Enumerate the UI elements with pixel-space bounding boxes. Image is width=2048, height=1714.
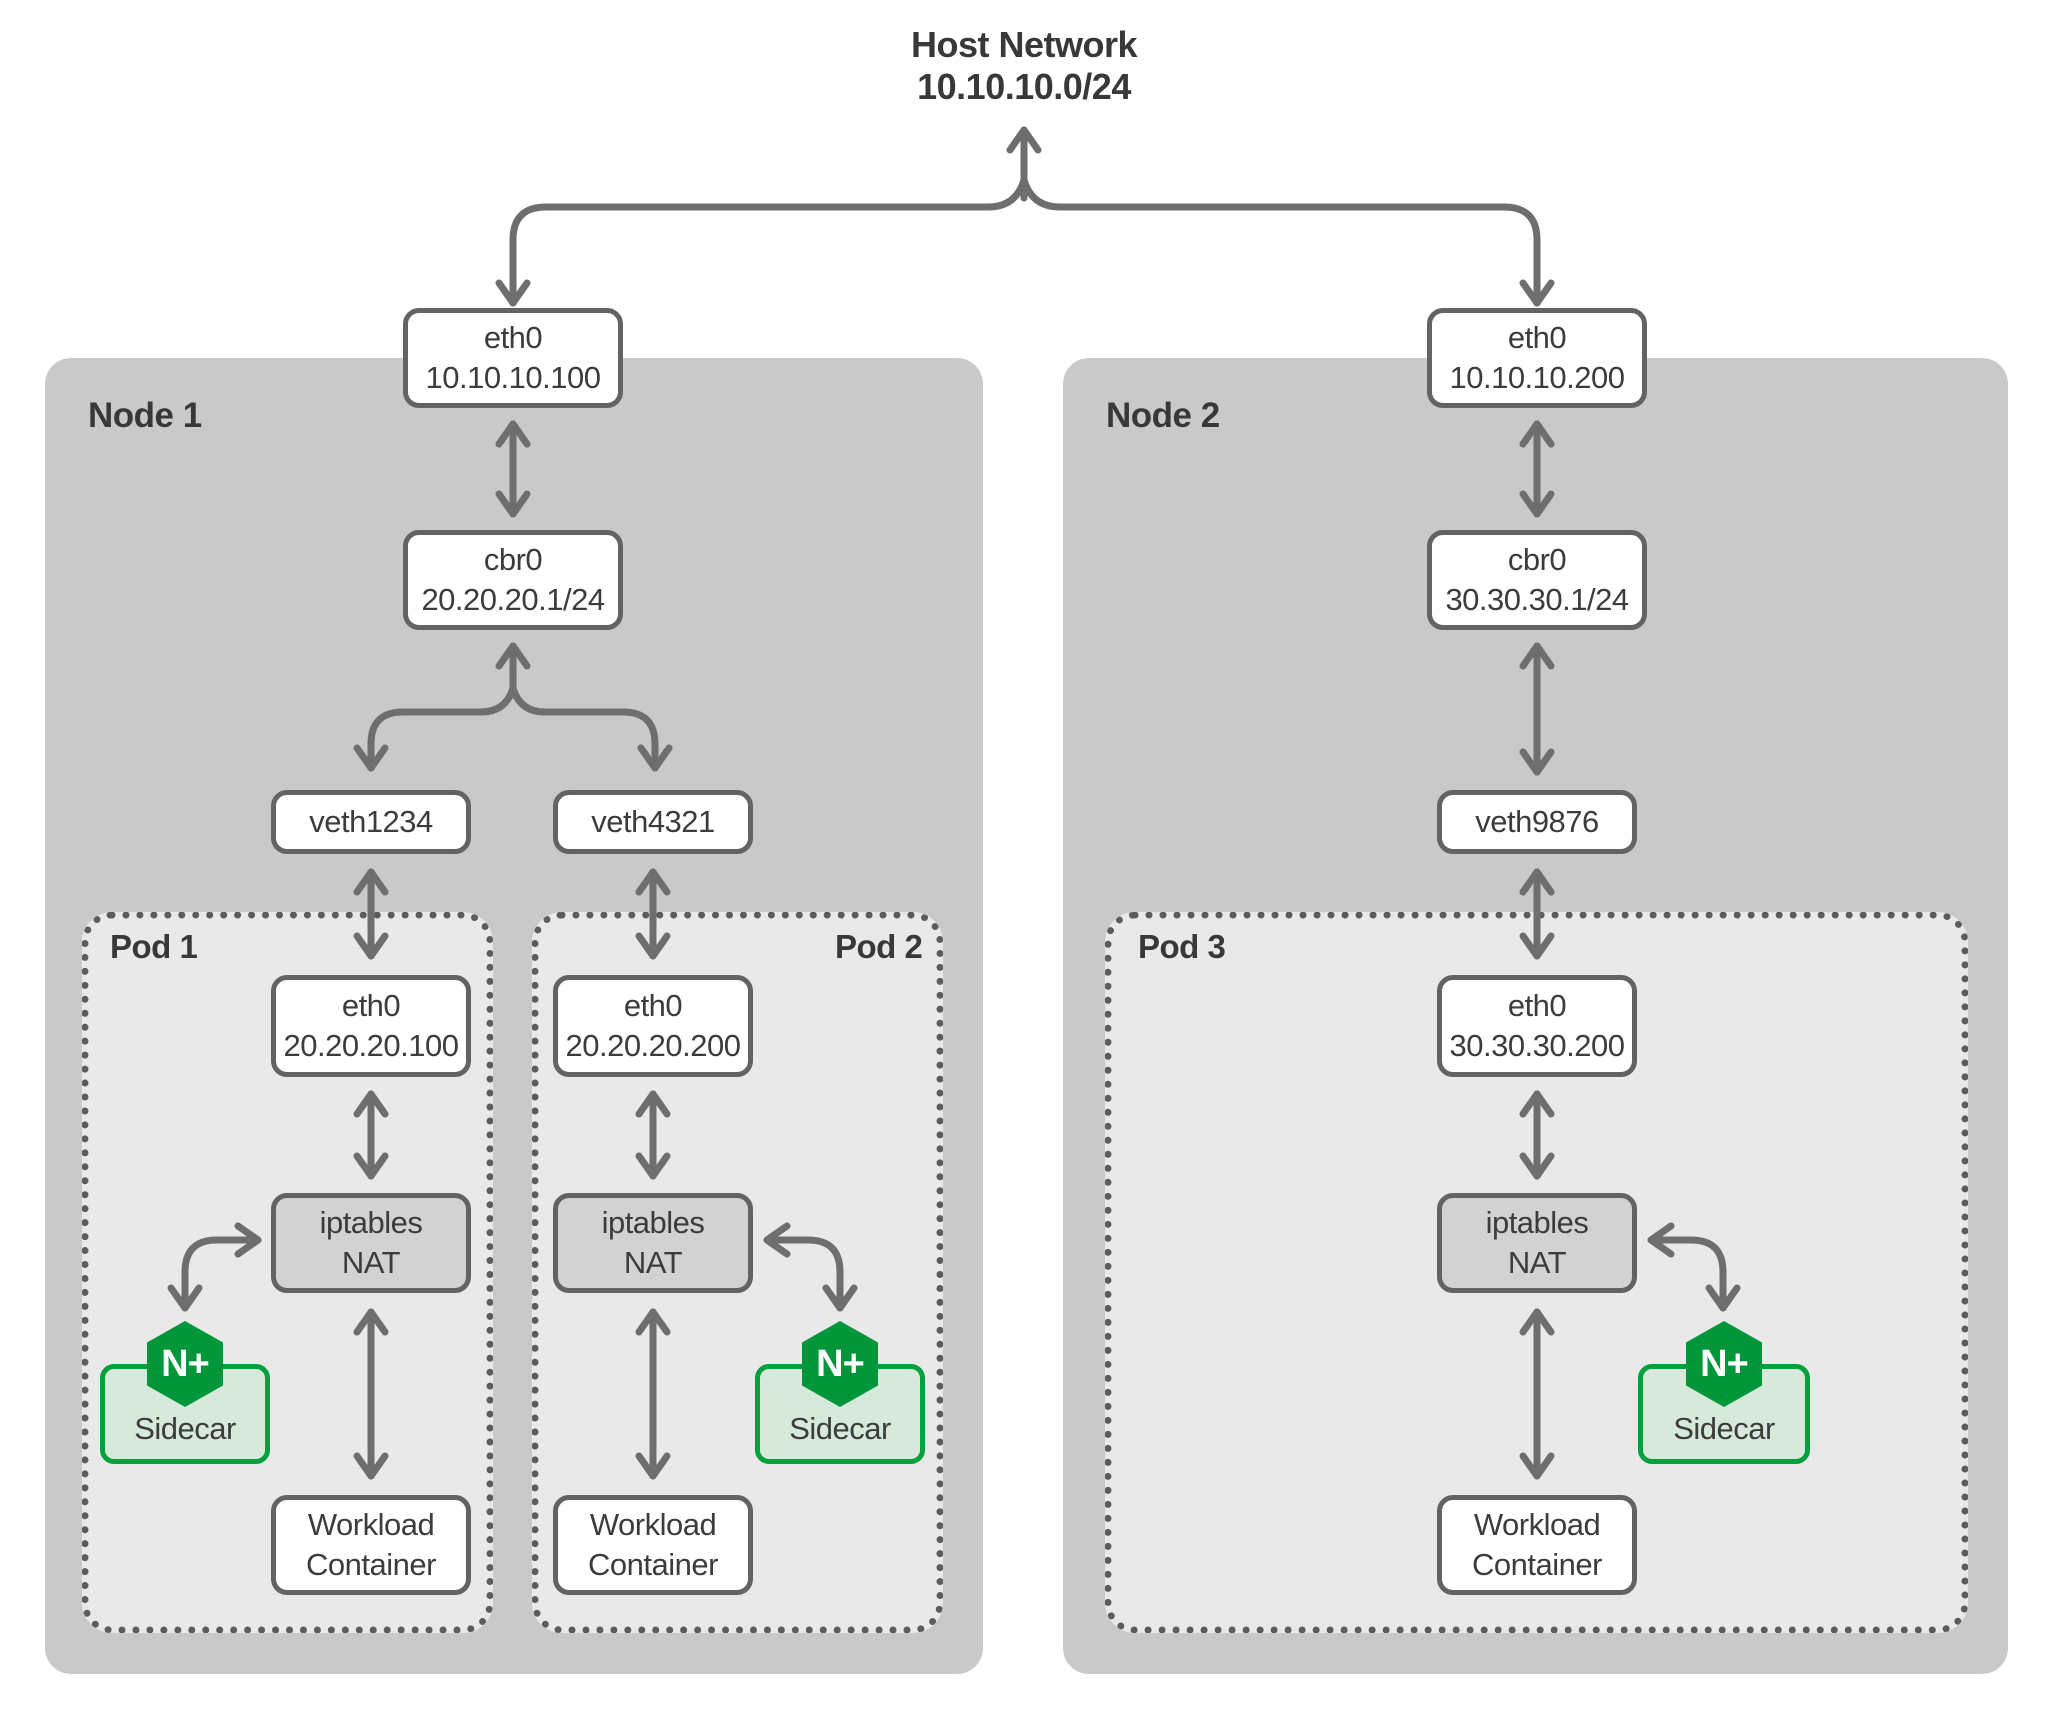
arrow-hostnet-branch bbox=[495, 167, 1555, 307]
veth9876-box: veth9876 bbox=[1437, 790, 1637, 854]
pod-2-iptables-nat-box: iptables NAT bbox=[553, 1193, 753, 1293]
interface-ip: 30.30.30.200 bbox=[1449, 1028, 1625, 1063]
nat-line2: NAT bbox=[341, 1245, 401, 1280]
node-2-label: Node 2 bbox=[1106, 396, 1220, 435]
interface-name: veth9876 bbox=[1475, 804, 1599, 839]
node-1-cbr0-box: cbr0 20.20.20.1/24 bbox=[403, 530, 623, 630]
workload-line1: Workload bbox=[1473, 1507, 1601, 1542]
interface-ip: 20.20.20.100 bbox=[283, 1028, 459, 1063]
workload-line2: Container bbox=[306, 1547, 436, 1582]
interface-ip: 10.10.10.200 bbox=[1449, 360, 1625, 395]
interface-name: eth0 bbox=[1507, 988, 1567, 1023]
sidecar-label: Sidecar bbox=[1673, 1411, 1775, 1446]
pod-3-eth0-box: eth0 30.30.30.200 bbox=[1437, 975, 1637, 1077]
veth4321-box: veth4321 bbox=[553, 790, 753, 854]
nat-line1: iptables bbox=[601, 1205, 705, 1240]
node-2-cbr0-box: cbr0 30.30.30.1/24 bbox=[1427, 530, 1647, 630]
pod-3-sidecar-box: Sidecar bbox=[1638, 1364, 1810, 1464]
nginx-plus-hexagon-icon: N+ bbox=[802, 1321, 878, 1407]
sidecar-label: Sidecar bbox=[789, 1411, 891, 1446]
nginx-plus-hexagon-icon: N+ bbox=[147, 1321, 223, 1407]
pod-3-iptables-nat-box: iptables NAT bbox=[1437, 1193, 1637, 1293]
pod-2-workload-container-box: Workload Container bbox=[553, 1495, 753, 1595]
pod-2-label: Pod 2 bbox=[835, 928, 923, 965]
nginx-plus-logo-text: N+ bbox=[1700, 1342, 1749, 1385]
pod-3-label: Pod 3 bbox=[1138, 928, 1226, 965]
host-network-name: Host Network bbox=[910, 24, 1138, 65]
nat-line2: NAT bbox=[1507, 1245, 1567, 1280]
interface-name: eth0 bbox=[623, 988, 683, 1023]
interface-name: eth0 bbox=[341, 988, 401, 1023]
pod-1-label: Pod 1 bbox=[110, 928, 198, 965]
interface-ip: 20.20.20.200 bbox=[565, 1028, 741, 1063]
pod-1-iptables-nat-box: iptables NAT bbox=[271, 1193, 471, 1293]
interface-name: cbr0 bbox=[483, 542, 543, 577]
node-1-eth0-box: eth0 10.10.10.100 bbox=[403, 308, 623, 408]
nat-line1: iptables bbox=[319, 1205, 423, 1240]
interface-ip: 30.30.30.1/24 bbox=[1445, 582, 1629, 617]
pod-1-workload-container-box: Workload Container bbox=[271, 1495, 471, 1595]
workload-line1: Workload bbox=[307, 1507, 435, 1542]
node-2-eth0-box: eth0 10.10.10.200 bbox=[1427, 308, 1647, 408]
veth1234-box: veth1234 bbox=[271, 790, 471, 854]
sidecar-label: Sidecar bbox=[134, 1411, 236, 1446]
host-network-cidr: 10.10.10.0/24 bbox=[917, 66, 1131, 107]
nginx-plus-logo-text: N+ bbox=[816, 1342, 865, 1385]
workload-line1: Workload bbox=[589, 1507, 717, 1542]
interface-name: veth1234 bbox=[309, 804, 433, 839]
nginx-plus-logo-text: N+ bbox=[161, 1342, 210, 1385]
workload-line2: Container bbox=[1472, 1547, 1602, 1582]
interface-ip: 20.20.20.1/24 bbox=[421, 582, 605, 617]
nat-line2: NAT bbox=[623, 1245, 683, 1280]
workload-line2: Container bbox=[588, 1547, 718, 1582]
interface-ip: 10.10.10.100 bbox=[425, 360, 601, 395]
interface-name: veth4321 bbox=[591, 804, 715, 839]
interface-name: cbr0 bbox=[1507, 542, 1567, 577]
pod-3-workload-container-box: Workload Container bbox=[1437, 1495, 1637, 1595]
host-network-title: Host Network 10.10.10.0/24 bbox=[824, 24, 1224, 108]
pod-1-eth0-box: eth0 20.20.20.100 bbox=[271, 975, 471, 1077]
interface-name: eth0 bbox=[483, 320, 543, 355]
pod-2-eth0-box: eth0 20.20.20.200 bbox=[553, 975, 753, 1077]
nginx-plus-hexagon-icon: N+ bbox=[1686, 1321, 1762, 1407]
node-1-label: Node 1 bbox=[88, 396, 202, 435]
nat-line1: iptables bbox=[1485, 1205, 1589, 1240]
interface-name: eth0 bbox=[1507, 320, 1567, 355]
